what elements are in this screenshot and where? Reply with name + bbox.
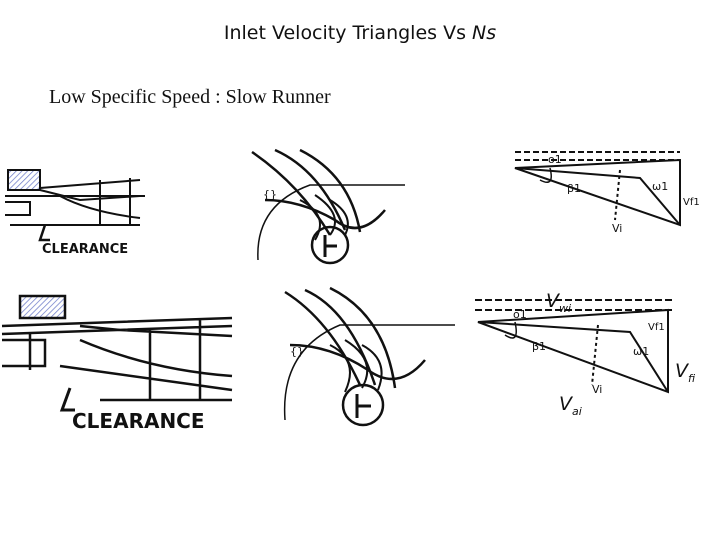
top-label-4: Vf1 [683, 197, 700, 208]
bottom-runner-section: CLEARANCE [1, 294, 233, 433]
vf-sub: fi [688, 371, 696, 385]
slide-subtitle: Low Specific Speed : Slow Runner [49, 86, 331, 108]
bottom-casing-hatch [18, 294, 67, 320]
top-label-3: ω1 [652, 180, 668, 193]
vw-base: V [546, 290, 559, 312]
bottom-label-4: Vf1 [648, 322, 665, 333]
bottom-runner-lines [1, 316, 233, 402]
va-base: V [559, 393, 572, 415]
top-clearance-label: CLEARANCE [42, 242, 128, 257]
vf-annotation: Vfi [675, 360, 695, 385]
title-italic: Ns [472, 22, 497, 44]
va-sub: ai [572, 404, 582, 418]
bottom-label-5: Vi [592, 383, 602, 396]
top-label-2: β1 [567, 182, 581, 195]
svg-text:{}: {} [263, 188, 277, 201]
top-runner-lines [5, 178, 145, 226]
vf-base: V [675, 360, 688, 382]
bottom-vane-diagram: {} [283, 286, 455, 427]
top-label-5: Vi [612, 222, 622, 235]
bottom-clearance-label: CLEARANCE [72, 409, 205, 433]
title-text: Inlet Velocity Triangles Vs [223, 22, 473, 44]
top-label-1: o1 [548, 153, 562, 166]
top-runner-section: CLEARANCE [5, 169, 145, 257]
svg-text:{}: {} [290, 345, 304, 358]
vw-annotation: Vwi [546, 290, 571, 315]
bottom-label-2: β1 [532, 340, 546, 353]
bottom-velocity-triangle: o1 β1 ω1 Vf1 Vi [475, 299, 675, 396]
va-annotation: Vai [559, 393, 582, 418]
top-velocity-triangle: o1 β1 ω1 Vf1 Vi [514, 151, 700, 235]
top-casing-hatch [7, 169, 41, 191]
vw-sub: wi [559, 301, 572, 315]
top-vane-diagram: {} [251, 148, 405, 265]
slide-title: Inlet Velocity Triangles Vs Ns [0, 22, 720, 44]
bottom-label-1: o1 [513, 308, 527, 321]
bottom-label-3: ω1 [633, 345, 649, 358]
